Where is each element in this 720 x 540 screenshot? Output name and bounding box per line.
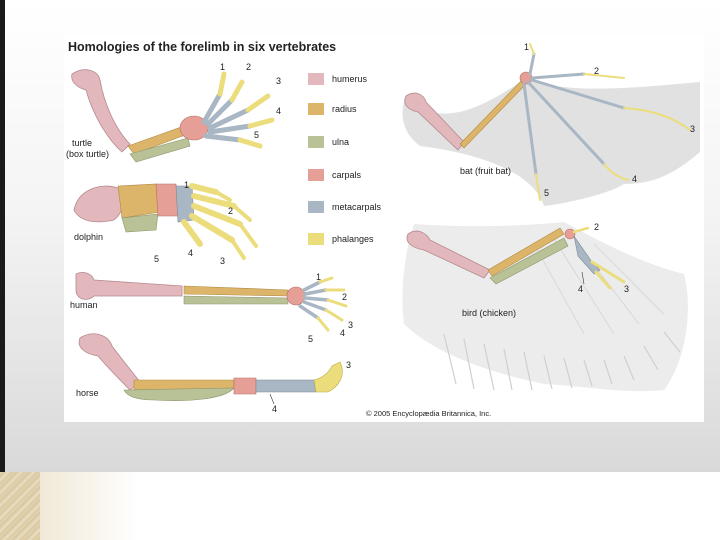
bird-digit-4: 4: [578, 284, 583, 294]
human-label: human: [70, 300, 98, 310]
legend-swatch-metacarpals: [308, 201, 324, 213]
human-digit-1: 1: [316, 272, 321, 282]
legend-swatch-ulna: [308, 136, 324, 148]
horse-digit-3: 3: [346, 360, 351, 370]
turtle-forelimb: turtle (box turtle) 1 2 3 4 5: [66, 62, 281, 163]
legend-label-carpals: carpals: [332, 170, 362, 180]
legend-label-radius: radius: [332, 104, 357, 114]
forelimb-diagram: Homologies of the forelimb in six verteb…: [66, 40, 700, 418]
dolphin-forelimb: dolphin 1 2 3 4 5: [73, 180, 258, 266]
legend-label-metacarpals: metacarpals: [332, 202, 382, 212]
dolphin-label: dolphin: [74, 232, 103, 242]
horse-forelimb: horse 3 4: [76, 333, 351, 414]
bat-digit-2: 2: [594, 66, 599, 76]
dolphin-digit-3: 3: [220, 256, 225, 266]
turtle-sublabel: (box turtle): [66, 149, 109, 159]
bone-legend: humerus radius ulna carpals metacarpals …: [308, 73, 382, 245]
bird-forelimb: bird (chicken) 2 3 4: [406, 222, 629, 318]
human-digit-2: 2: [342, 292, 347, 302]
legend-label-ulna: ulna: [332, 137, 349, 147]
bat-digit-4: 4: [632, 174, 637, 184]
turtle-digit-4: 4: [276, 106, 281, 116]
bird-digit-2: 2: [594, 222, 599, 232]
bat-digit-1: 1: [524, 42, 529, 52]
dolphin-digit-1: 1: [184, 180, 189, 190]
decorative-texture-tile: [0, 472, 40, 540]
human-forelimb: human 1 2 3 4 5: [70, 272, 353, 344]
forelimb-homology-figure: Homologies of the forelimb in six verteb…: [64, 34, 704, 422]
turtle-digit-3: 3: [276, 76, 281, 86]
turtle-digit-1: 1: [220, 62, 225, 72]
turtle-label: turtle: [72, 138, 92, 148]
turtle-digit-2: 2: [246, 62, 251, 72]
bat-forelimb: bat (fruit bat) 1 2 3 4 5: [404, 42, 695, 201]
slide-left-edge: [0, 0, 5, 472]
turtle-digit-5: 5: [254, 130, 259, 140]
human-digit-5: 5: [308, 334, 313, 344]
legend-swatch-humerus: [308, 73, 324, 85]
legend-swatch-carpals: [308, 169, 324, 181]
bird-label: bird (chicken): [462, 308, 516, 318]
figure-title: Homologies of the forelimb in six verteb…: [68, 40, 336, 54]
bat-wing-membrane: [402, 78, 700, 206]
bat-label: bat (fruit bat): [460, 166, 511, 176]
copyright-notice: © 2005 Encyclopædia Britannica, Inc.: [366, 409, 491, 418]
dolphin-digit-2: 2: [228, 206, 233, 216]
legend-label-phalanges: phalanges: [332, 234, 374, 244]
human-digit-4: 4: [340, 328, 345, 338]
dolphin-digit-4: 4: [188, 248, 193, 258]
legend-label-humerus: humerus: [332, 74, 368, 84]
legend-swatch-phalanges: [308, 233, 324, 245]
horse-digit-4: 4: [272, 404, 277, 414]
decorative-fade: [40, 472, 140, 540]
human-digit-3: 3: [348, 320, 353, 330]
bird-digit-3: 3: [624, 284, 629, 294]
legend-swatch-radius: [308, 103, 324, 115]
dolphin-digit-5: 5: [154, 254, 159, 264]
bat-digit-3: 3: [690, 124, 695, 134]
horse-label: horse: [76, 388, 99, 398]
bat-digit-5: 5: [544, 188, 549, 198]
